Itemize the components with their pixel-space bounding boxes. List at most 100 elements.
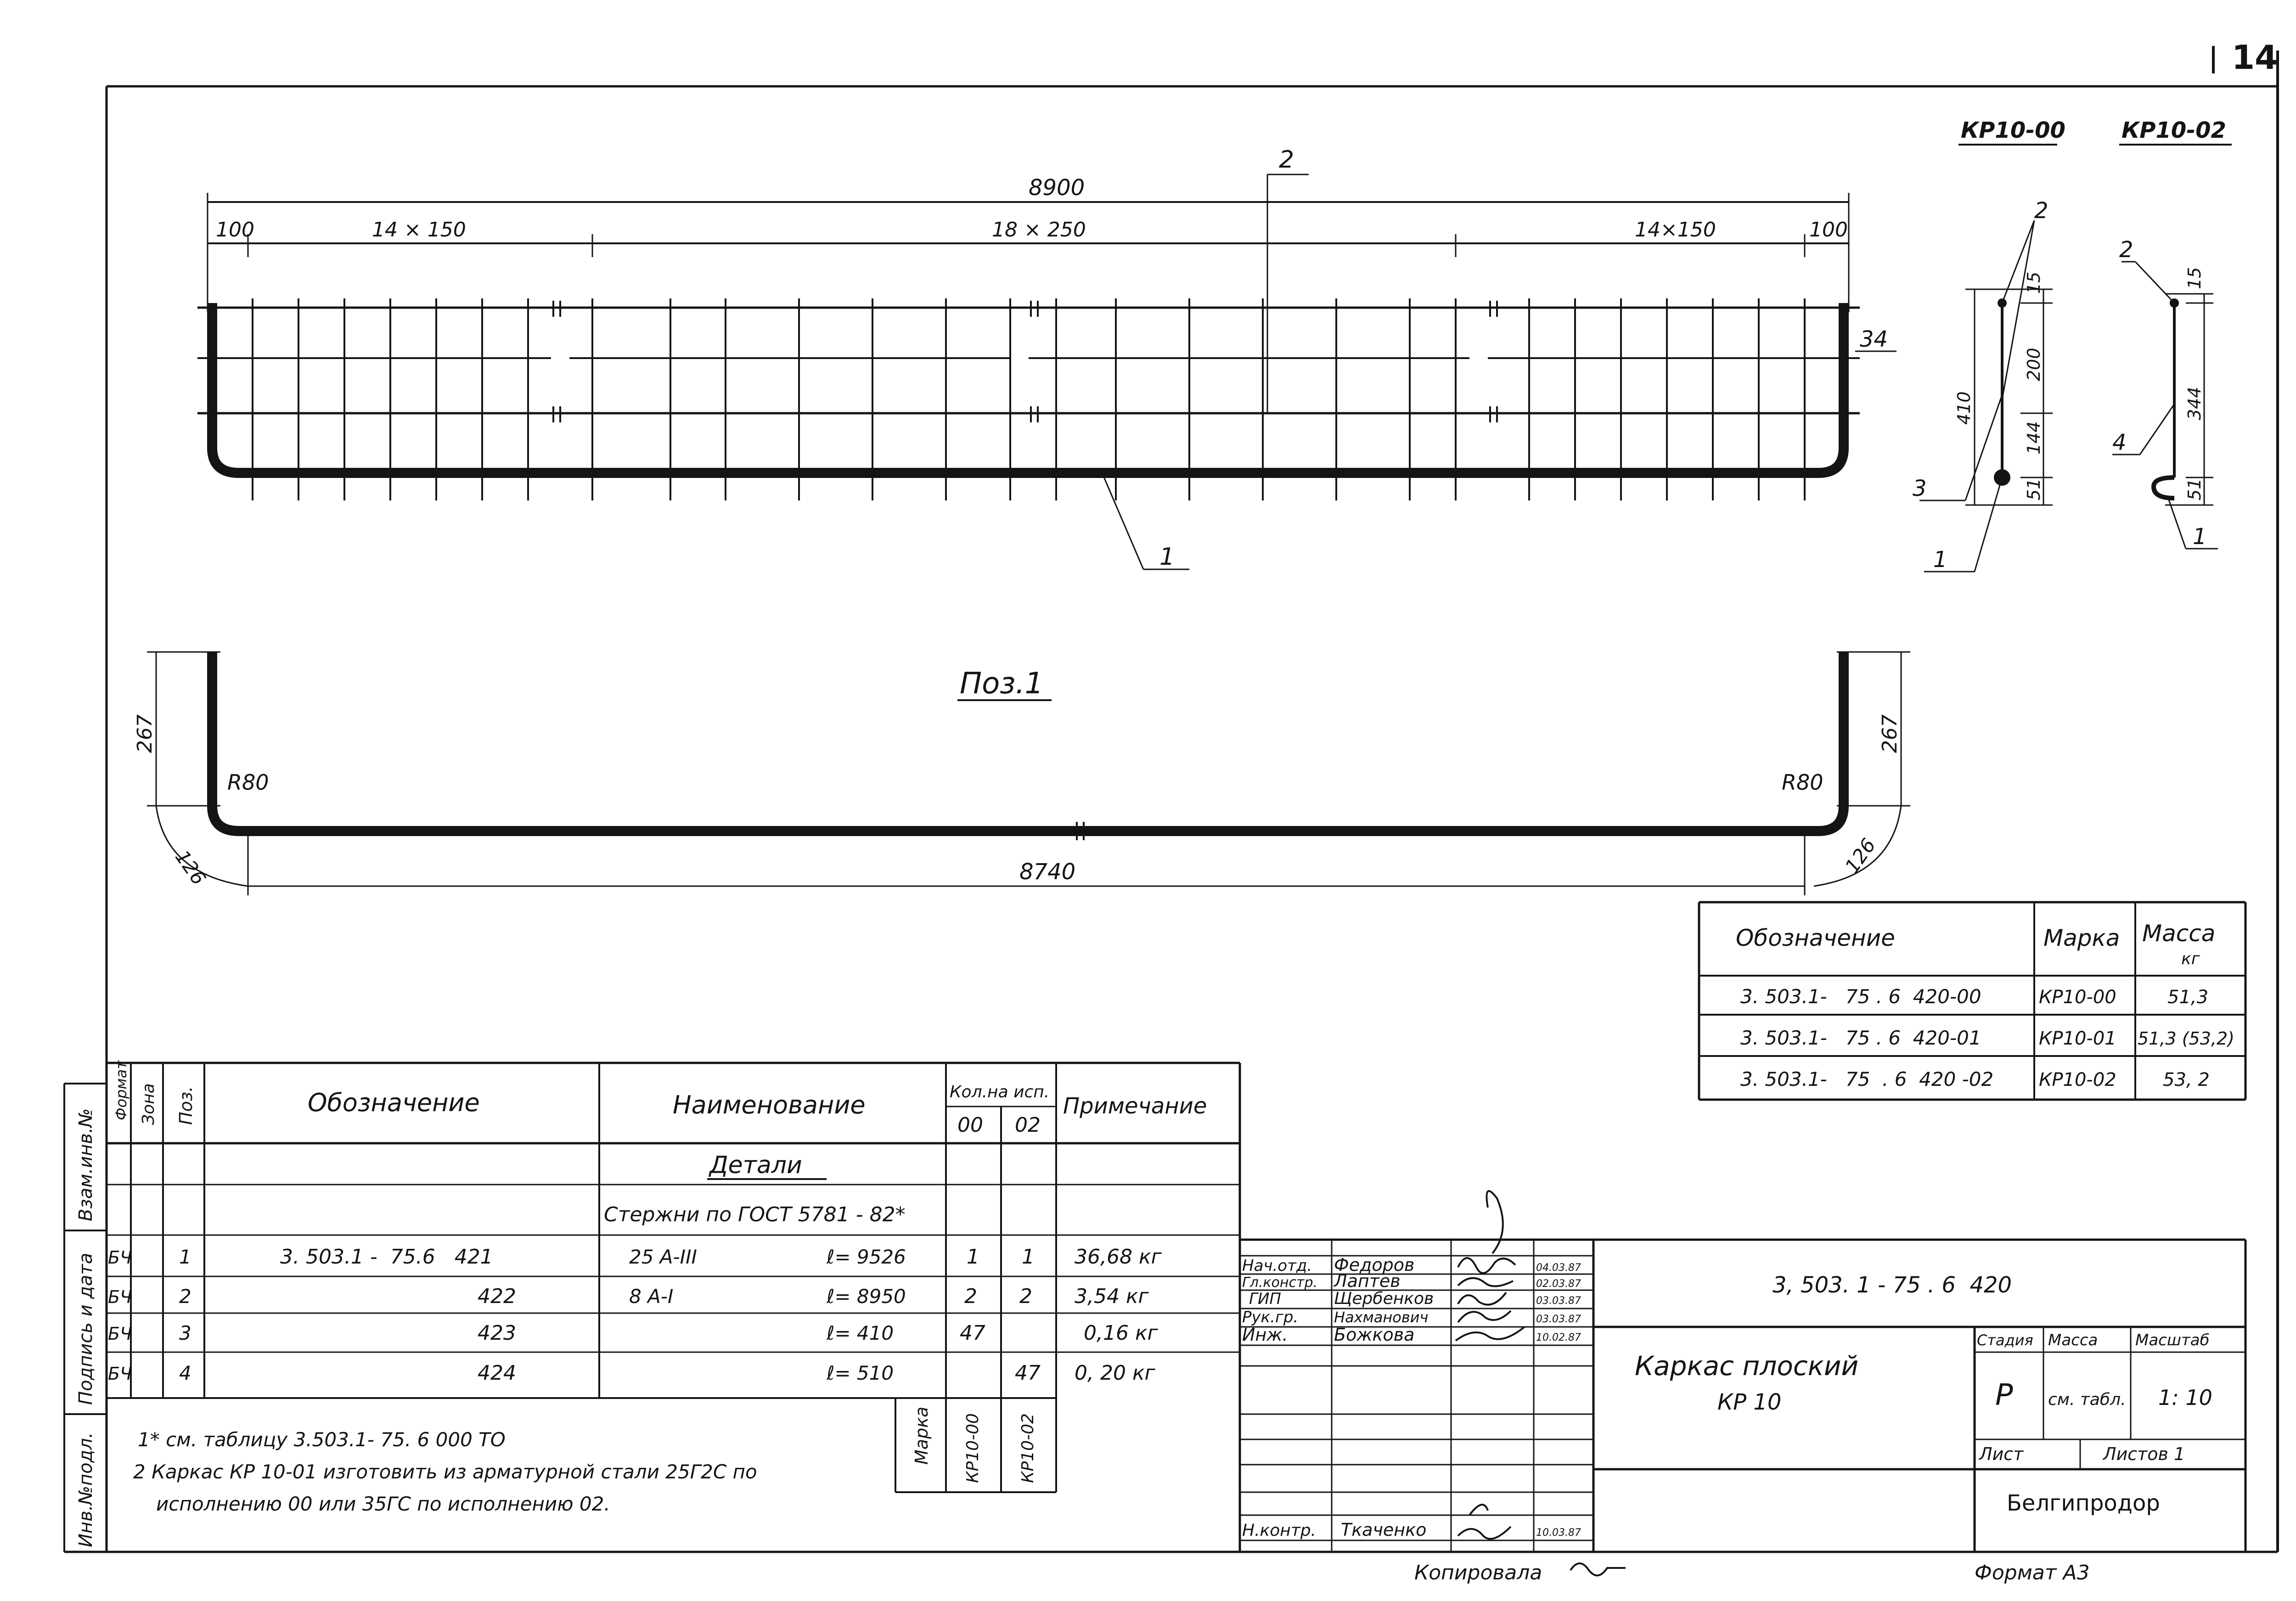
spec-note-3: исполнению 00 или 35ГС по исполнению 02. — [156, 1493, 610, 1515]
mass-table-header-mass-unit: кг — [2181, 949, 2200, 968]
spec-row-3-qty-a: 47 — [960, 1321, 985, 1345]
mass-row-1-mark: КР10-00 — [2039, 987, 2116, 1008]
left-radius: R80 — [227, 770, 269, 795]
mass-row-2-designation: 3. 503.1- 75 . 6 420-01 — [1740, 1027, 1981, 1049]
mass-row-3-designation: 3. 503.1- 75 . 6 420 -02 — [1740, 1068, 1993, 1090]
spec-row-1-pos: 1 — [179, 1246, 191, 1268]
spec-row-1-designation: 3. 503.1 - 75.6 421 — [280, 1245, 493, 1269]
person-4-role: Рук.гр. — [1242, 1308, 1298, 1326]
mass-label: Масса — [2048, 1331, 2098, 1349]
spec-mark-b: КР10-02 — [1019, 1413, 1037, 1483]
spec-row-2-qty-a: 2 — [964, 1285, 977, 1308]
mass-row-2-mass: 51,3 (53,2) — [2138, 1028, 2234, 1049]
organization: Белгипродор — [2007, 1490, 2160, 1516]
variant-b-label: КР10-02 — [2122, 118, 2226, 143]
person-3-name: Щербенков — [1334, 1289, 1434, 1308]
spec-mark-a: КР10-00 — [963, 1413, 982, 1483]
strip-replacement-label: Взам.инв.№ — [75, 1108, 96, 1221]
spec-row-3-pos: 3 — [179, 1322, 191, 1344]
mass-table-header-designation: Обозначение — [1736, 925, 1895, 951]
spec-row-4-format: БЧ — [108, 1364, 132, 1384]
signature-4 — [1457, 1310, 1512, 1323]
spec-section-title: Детали — [709, 1152, 802, 1179]
signature-2 — [1457, 1277, 1514, 1287]
section-a-dim-15: 15 — [2024, 272, 2044, 294]
sheet-number: 14 — [2232, 38, 2278, 77]
section-b-callout-1: 1 — [2193, 524, 2207, 550]
spec-header-qty: Кол.на исп. — [950, 1083, 1049, 1101]
person-2-name: Лаптев — [1333, 1271, 1401, 1291]
section-b-dim-15: 15 — [2184, 267, 2205, 289]
control-name: Ткаченко — [1341, 1520, 1426, 1540]
spec-header-pos: Поз. — [176, 1086, 196, 1125]
mass-value: см. табл. — [2048, 1390, 2126, 1409]
signature-6 — [1457, 1504, 1512, 1540]
person-1-role: Нач.отд. — [1242, 1257, 1312, 1275]
position-1-title: Поз.1 — [960, 667, 1043, 701]
section-b-dim-51: 51 — [2184, 478, 2205, 500]
section-a-height: 410 — [1954, 391, 1974, 425]
section-a-dim-200: 200 — [2024, 348, 2044, 381]
spec-row-2-grade: 8 А-I — [629, 1285, 673, 1308]
spec-mark-label: Марка — [912, 1407, 932, 1465]
person-3-date: 03.03.87 — [1536, 1295, 1581, 1307]
spec-row-3-length: ℓ= 410 — [826, 1322, 894, 1344]
spec-table: Формат Зона Поз. Обозначение Наименовани… — [107, 1060, 1241, 1553]
section-a-callout-1: 1 — [1933, 547, 1947, 573]
main-view: 8900 100 14 × 150 18 × 250 14×150 100 — [197, 146, 1896, 571]
scale-value: 1: 10 — [2158, 1385, 2212, 1410]
person-5-date: 10.02.87 — [1536, 1332, 1581, 1343]
spec-row-1-length: ℓ= 9526 — [826, 1246, 906, 1268]
section-a: 15 200 144 51 410 2 3 1 — [1913, 198, 2053, 573]
overall-dim: 8900 — [1029, 175, 1085, 201]
spec-row-2-designation: 422 — [478, 1285, 516, 1308]
signature-big — [1486, 1190, 1504, 1254]
right-height-dim: 267 — [1878, 714, 1902, 753]
right-radius: R80 — [1782, 770, 1823, 795]
person-3-role: ГИП — [1249, 1290, 1281, 1308]
section-a-dim-144: 144 — [2024, 421, 2044, 455]
copied-by: Копировала — [1414, 1561, 1542, 1584]
control-role: Н.контр. — [1242, 1521, 1316, 1540]
callout-2: 2 — [1279, 146, 1294, 174]
person-4-date: 03.03.87 — [1536, 1314, 1581, 1325]
spec-row-1-note: 36,68 кг — [1075, 1245, 1162, 1269]
spec-header-format: Формат — [113, 1060, 130, 1120]
doc-number: 3, 503. 1 - 75 . 6 420 — [1773, 1272, 2012, 1298]
spec-row-2-note: 3,54 кг — [1075, 1285, 1149, 1308]
variant-a-label: КР10-00 — [1961, 118, 2065, 143]
signature-1 — [1457, 1257, 1516, 1274]
spec-row-1-format: БЧ — [108, 1247, 132, 1268]
section-b: 15 344 51 2 4 1 — [2112, 237, 2218, 550]
spec-row-2-pos: 2 — [179, 1285, 191, 1308]
spec-row-4-designation: 424 — [478, 1361, 516, 1385]
mass-table-header-mass: Масса — [2142, 920, 2215, 947]
section-a-callout-2: 2 — [2034, 198, 2048, 224]
spec-header-qty-b: 02 — [1015, 1113, 1041, 1137]
stage-label: Стадия — [1977, 1331, 2033, 1349]
scale-label: Масштаб — [2135, 1331, 2210, 1349]
signature-5 — [1455, 1326, 1525, 1342]
spec-row-1-grade: 25 А-III — [629, 1246, 697, 1268]
spec-header-designation: Обозначение — [308, 1088, 480, 1117]
spec-row-3-designation: 423 — [478, 1321, 516, 1345]
section-a-dim-51: 51 — [2024, 478, 2044, 500]
section-b-callout-4: 4 — [2112, 430, 2127, 455]
doc-title: Каркас плоский — [1635, 1350, 1858, 1382]
spec-row-3-format: БЧ — [108, 1324, 132, 1344]
right-diag-dim: 126 — [1840, 834, 1880, 877]
mass-row-1-mass: 51,3 — [2167, 987, 2208, 1008]
title-block: Нач.отд. Федоров 04.03.87 Гл.констр. Лап… — [1238, 1190, 2247, 1584]
spec-header-qty-a: 00 — [957, 1113, 983, 1137]
stage-value: Р — [1995, 1378, 2013, 1412]
strip-inventory-label: Инв.№подл. — [75, 1432, 96, 1547]
right-end-dim: 100 — [1809, 218, 1848, 242]
mass-row-3-mark: КР10-02 — [2039, 1069, 2116, 1090]
mass-row-1-designation: 3. 503.1- 75 . 6 420-00 — [1740, 985, 1981, 1008]
spec-subtitle: Стержни по ГОСТ 5781 - 82* — [604, 1203, 906, 1226]
person-1-name: Федоров — [1334, 1255, 1414, 1275]
spec-header-zone: Зона — [139, 1083, 158, 1125]
spec-row-1-qty-a: 1 — [967, 1245, 979, 1269]
person-1-date: 04.03.87 — [1536, 1262, 1581, 1274]
mass-row-2-mark: КР10-01 — [2039, 1028, 2116, 1049]
